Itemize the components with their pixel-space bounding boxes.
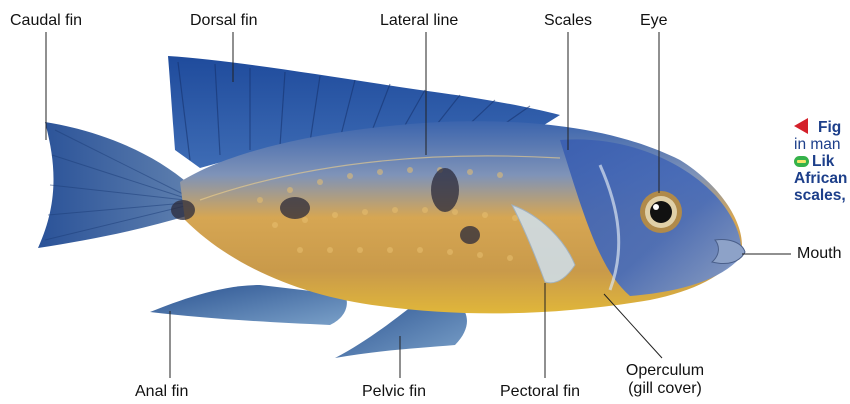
caption-line-4: African xyxy=(794,170,850,187)
operculum-pointer xyxy=(604,294,662,358)
caudal-fin-shape xyxy=(38,122,190,248)
operculum-label-line1: Operculum xyxy=(620,362,710,380)
lateral-line-label: Lateral line xyxy=(380,12,458,30)
operculum-label-line2: (gill cover) xyxy=(620,380,710,398)
caption-line-1: Fig xyxy=(794,118,850,136)
operculum-label: Operculum (gill cover) xyxy=(620,362,710,398)
caption-line-2: in man xyxy=(794,136,850,153)
pelvic-fin-label: Pelvic fin xyxy=(362,383,426,401)
dorsal-fin-label: Dorsal fin xyxy=(190,12,258,30)
eye-label: Eye xyxy=(640,12,668,30)
mouth-label: Mouth xyxy=(797,245,841,263)
key-icon xyxy=(794,156,809,167)
anal-fin-label: Anal fin xyxy=(135,383,188,401)
pointer-triangle-icon xyxy=(794,118,808,134)
caption-line-3: Lik xyxy=(794,153,850,170)
caption-line-5: scales, xyxy=(794,187,850,204)
caudal-fin-label: Caudal fin xyxy=(10,12,82,30)
figure-caption: Fig in man Lik African scales, xyxy=(794,118,850,204)
scales-label: Scales xyxy=(544,12,592,30)
eye-shape xyxy=(640,191,682,233)
pectoral-fin-label: Pectoral fin xyxy=(500,383,580,401)
